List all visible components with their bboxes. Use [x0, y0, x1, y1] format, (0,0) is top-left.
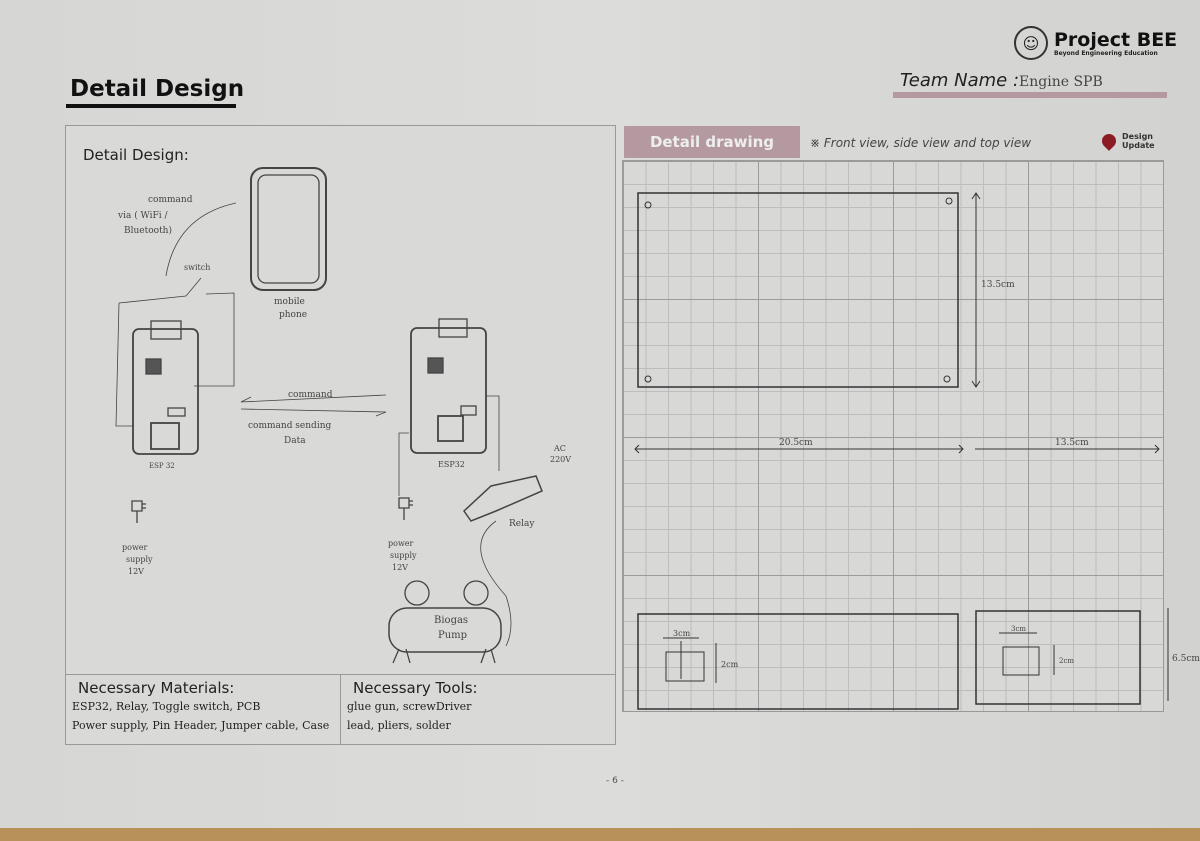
label-bluetooth: Bluetooth): [124, 225, 172, 236]
label-command-mid: command: [288, 390, 333, 400]
materials-line: Power supply, Pin Header, Jumper cable, …: [72, 719, 330, 732]
biogas-pump-drawing: [388, 580, 502, 664]
location-pin-icon: [1099, 131, 1119, 151]
esp32-left-drawing: [132, 320, 199, 455]
relay-drawing: [463, 475, 543, 522]
project-bee-logo: ☺ Project BEE Beyond Engineering Educati…: [1014, 26, 1177, 60]
width-dimension: [634, 444, 1160, 454]
label-switch: switch: [184, 263, 210, 272]
page-title: Detail Design: [70, 76, 245, 102]
tools-line: lead, pliers, solder: [347, 719, 451, 732]
materials-cell: Necessary Materials: ESP32, Relay, Toggle…: [66, 675, 340, 744]
badge-line: Design: [1122, 132, 1153, 141]
logo-subtitle: Beyond Engineering Education: [1054, 49, 1158, 57]
label-data: Data: [284, 436, 306, 446]
dim-depth: 13.5cm: [1055, 438, 1089, 448]
dim-hole-width-side: 3cm: [1011, 625, 1026, 633]
materials-line: ESP32, Relay, Toggle switch, PCB: [72, 700, 261, 713]
label-12v-right: 12V: [392, 563, 408, 572]
tools-cell: Necessary Tools: glue gun, screwDriver lea…: [340, 675, 615, 744]
page-number: - 6 -: [606, 776, 624, 786]
label-relay: Relay: [509, 519, 535, 529]
label-esp32-left: ESP 32: [149, 462, 175, 470]
circuit-sketch: command via ( WiFi / Bluetooth) switch m…: [115, 167, 571, 664]
command-arrows: [240, 394, 387, 417]
panel-title: Detail Design:: [83, 146, 189, 164]
switch-wiring: [115, 277, 235, 427]
power-adapter-left-icon: [131, 500, 146, 523]
label-biogas: Biogas: [434, 615, 468, 626]
label-mobile: mobile: [274, 297, 305, 307]
front-view-outline: [637, 613, 959, 710]
esp32-right-drawing: [410, 318, 487, 454]
dim-height: 13.5cm: [981, 280, 1015, 290]
views-note: ※ Front view, side view and top view: [810, 136, 1032, 150]
label-esp32-right: ESP32: [438, 460, 465, 469]
label-pump: Pump: [438, 630, 467, 641]
team-name: Team Name :Engine SPB: [900, 70, 1103, 91]
drawing-grid: 13.5cm 20.5cm 13.5cm 3cm 2cm 3cm 2cm 6.5…: [622, 160, 1200, 712]
label-command-sending: command sending: [248, 421, 331, 431]
detail-drawing-tab: Detail drawing: [624, 126, 800, 158]
tools-heading: Necessary Tools:: [353, 679, 478, 697]
label-power-right: power: [388, 539, 414, 548]
materials-heading: Necessary Materials:: [78, 679, 235, 697]
wireless-arrow: [165, 202, 237, 277]
mobile-phone-drawing: [250, 167, 327, 291]
dim-side-height: 6.5cm: [1172, 654, 1200, 664]
label-ac: AC: [553, 444, 566, 453]
bee-face-icon: ☺: [1014, 26, 1048, 60]
label-12v-left: 12V: [128, 567, 144, 576]
power-adapter-right-icon: [398, 497, 413, 520]
tools-line: glue gun, screwDriver: [347, 700, 472, 713]
side-view-outline: [975, 610, 1141, 705]
label-power-left: power: [122, 543, 148, 552]
height-dimension: [971, 192, 981, 388]
dim-hole-width-front: 3cm: [673, 629, 691, 638]
dim-hole-height-front: 2cm: [721, 660, 739, 669]
dim-hole-height-side: 2cm: [1059, 657, 1074, 665]
label-supply-left: supply: [126, 555, 153, 564]
label-via: via ( WiFi /: [117, 210, 169, 221]
detail-design-panel: Detail Design: command via ( WiFi / Blue…: [65, 125, 616, 745]
label-phone: phone: [279, 310, 307, 320]
table-surface: [0, 828, 1200, 841]
badge-line: Update: [1122, 141, 1155, 150]
team-label: Team Name :: [900, 70, 1020, 91]
label-supply-right: supply: [390, 551, 417, 560]
top-view-outline: [637, 192, 959, 388]
dim-width: 20.5cm: [779, 438, 813, 448]
label-220v: 220V: [550, 455, 571, 464]
requirements-table: Necessary Materials: ESP32, Relay, Toggle…: [66, 674, 615, 744]
team-value: Engine SPB: [1019, 74, 1103, 90]
label-command: command: [148, 195, 193, 205]
team-underline: [893, 92, 1167, 98]
logo-name: Project BEE: [1054, 28, 1178, 51]
title-underline: [66, 104, 236, 108]
technical-drawing: 13.5cm 20.5cm 13.5cm 3cm 2cm 3cm 2cm 6.5…: [634, 192, 1200, 710]
